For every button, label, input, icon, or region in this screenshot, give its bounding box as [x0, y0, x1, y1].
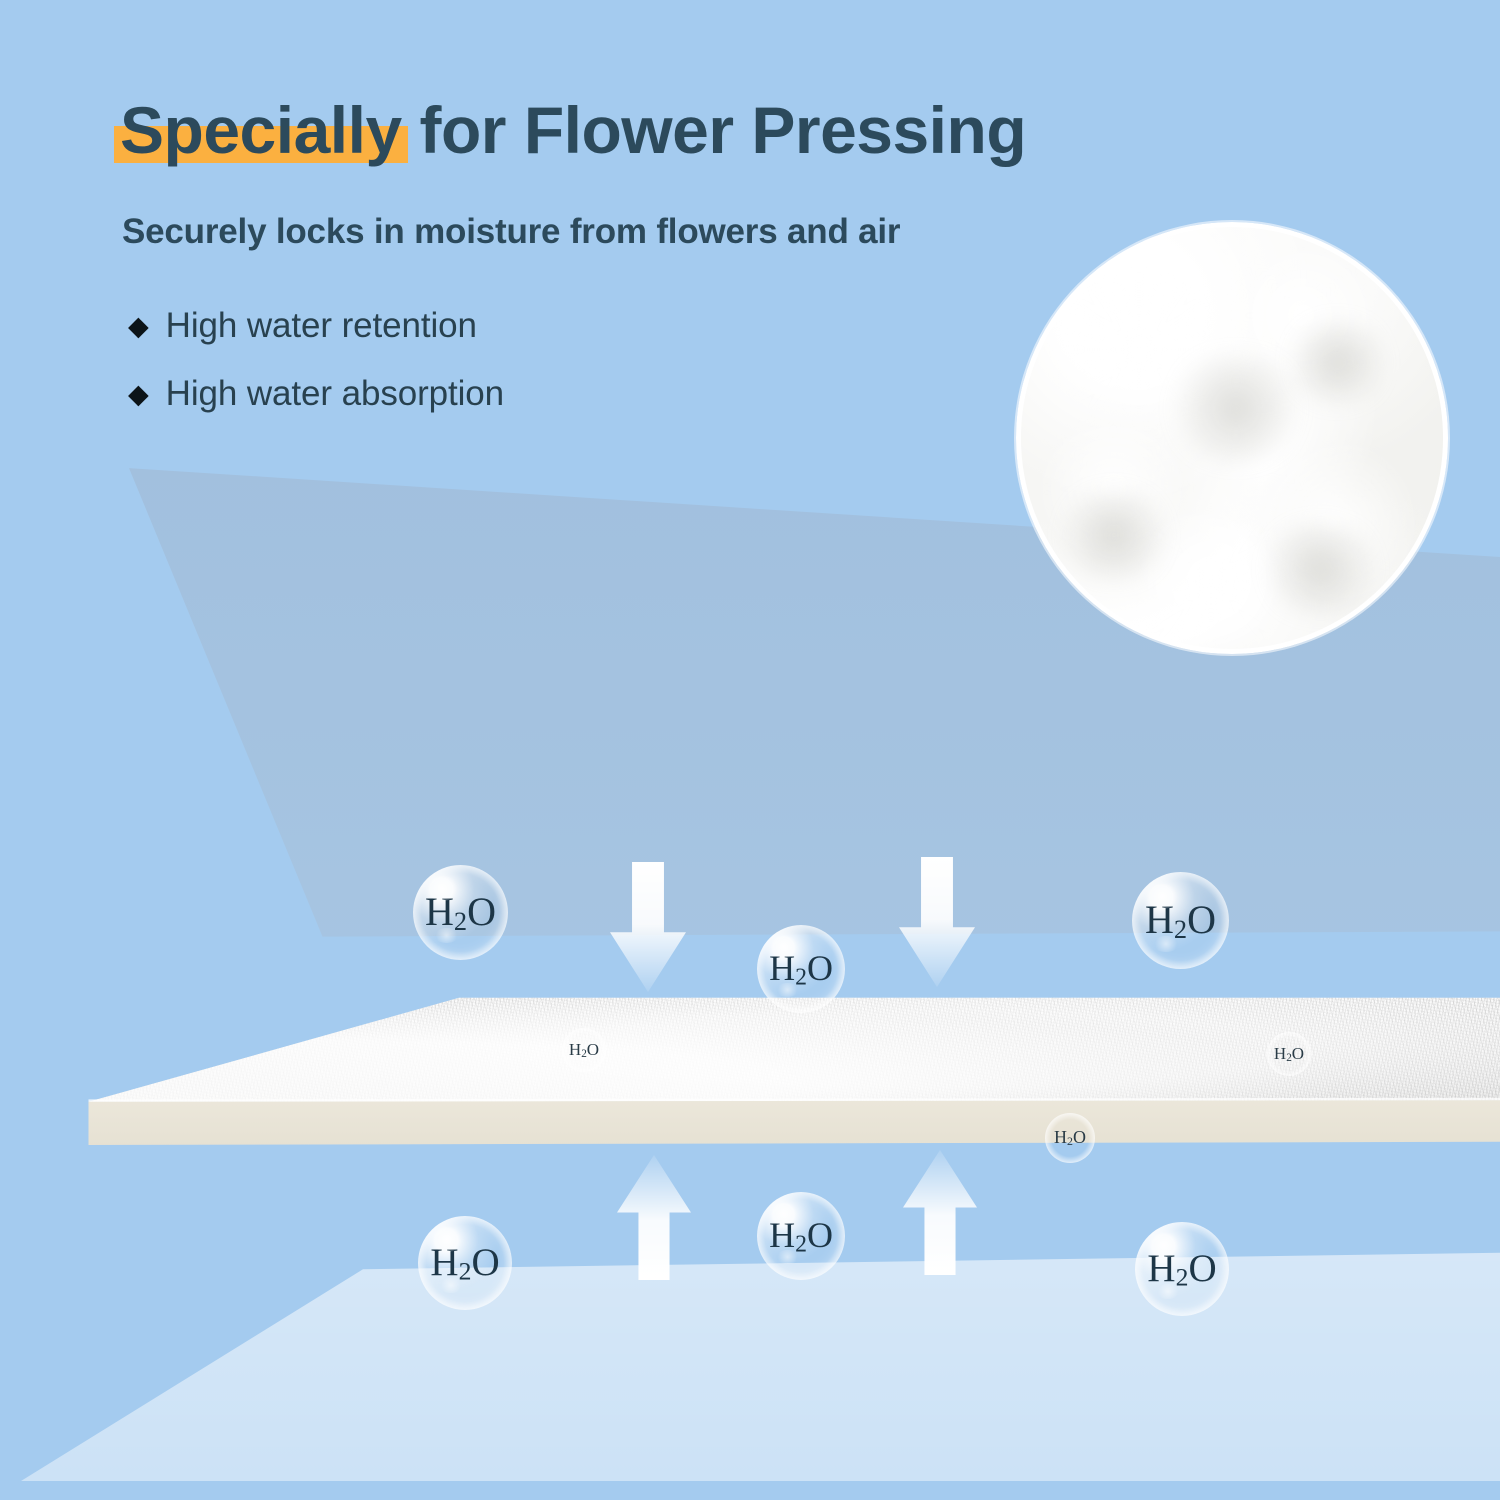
water-bubble: H2O [757, 1192, 845, 1280]
water-bubble: H2O [1132, 872, 1229, 969]
water-bubble: H2O [413, 865, 508, 960]
arrow-up-icon [617, 1155, 691, 1280]
feature-bullet-list: ◆ High water retention ◆ High water abso… [128, 292, 504, 428]
water-bubble: H2O [1135, 1222, 1229, 1316]
molecule-label: H2O [568, 1039, 600, 1060]
lower-transparent-plane [20, 1252, 1500, 1481]
page-title: Specially for Flower Pressing [114, 93, 1027, 167]
page-subtitle: Securely locks in moisture from flowers … [122, 212, 901, 251]
water-bubble-small: H2O [1045, 1113, 1095, 1163]
water-bubble: H2O [757, 925, 845, 1013]
title-rest: for Flower Pressing [401, 93, 1027, 167]
molecule-label: H2O [1054, 1126, 1086, 1149]
absorbent-mat-slab [0, 985, 1500, 1145]
water-bubble-small: H2O [1267, 1032, 1311, 1076]
bullet-label: High water retention [165, 306, 477, 345]
diamond-bullet-icon: ◆ [128, 310, 149, 341]
mat-side-edge [88, 1100, 1500, 1145]
diamond-bullet-icon: ◆ [128, 378, 149, 409]
water-bubble: H2O [418, 1216, 512, 1310]
water-bubble-small: H2O [562, 1028, 606, 1072]
list-item: ◆ High water absorption [128, 360, 504, 428]
molecule-label: H2O [1273, 1043, 1305, 1064]
arrow-up-icon [903, 1150, 977, 1275]
list-item: ◆ High water retention [128, 292, 504, 360]
fiber-closeup-inset [1016, 222, 1448, 654]
arrow-down-icon [610, 862, 686, 992]
title-highlighted-word: Specially [114, 93, 408, 167]
bullet-label: High water absorption [165, 374, 505, 413]
arrow-down-icon [899, 857, 975, 987]
